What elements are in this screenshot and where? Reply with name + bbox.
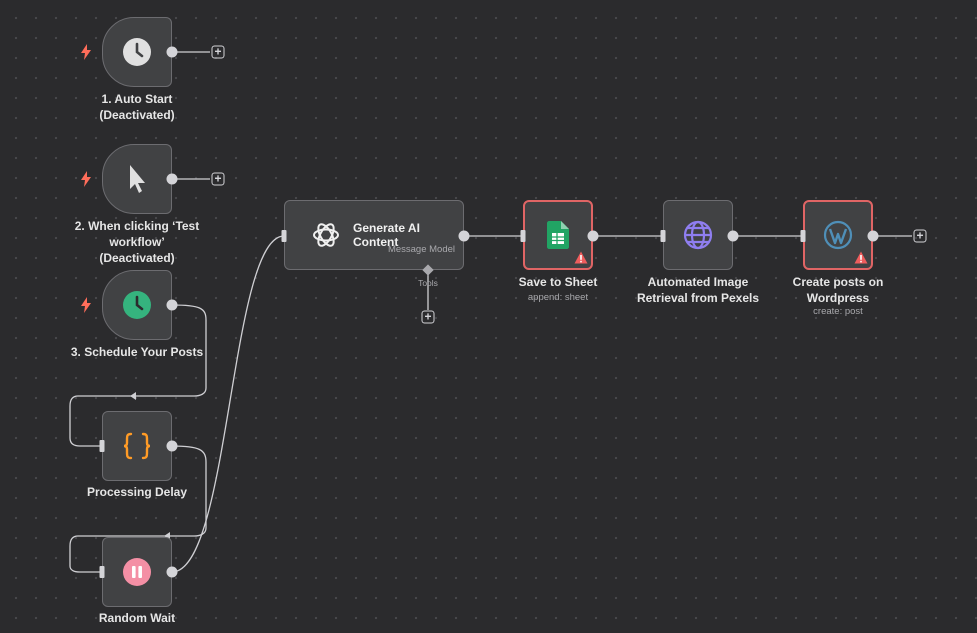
add-tool-button[interactable]: + xyxy=(421,310,435,324)
globe-icon xyxy=(683,220,713,250)
cursor-icon xyxy=(130,165,145,193)
output-handle[interactable] xyxy=(458,230,470,242)
add-node-button[interactable]: + xyxy=(211,45,225,59)
pause-icon xyxy=(123,558,151,586)
node-schedule[interactable] xyxy=(102,270,172,340)
node-processing-delay[interactable] xyxy=(102,411,172,481)
node-sublabel: create: post xyxy=(813,306,863,317)
trigger-bolt-icon xyxy=(81,297,91,313)
node-random-wait[interactable] xyxy=(102,537,172,607)
node-sublabel: append: sheet xyxy=(527,292,589,303)
openai-icon xyxy=(313,223,339,247)
output-handle[interactable] xyxy=(867,230,879,242)
input-handle[interactable] xyxy=(99,440,105,452)
edge-random-ai xyxy=(171,235,285,573)
node-label: Processing Delay xyxy=(86,485,188,499)
trigger-bolt-icon xyxy=(81,171,91,187)
tools-label: Tools xyxy=(418,278,438,288)
node-auto-start[interactable] xyxy=(102,17,172,87)
add-node-button[interactable]: + xyxy=(913,229,927,243)
node-label: 3. Schedule Your Posts xyxy=(70,345,204,359)
trigger-bolt-icon xyxy=(81,44,91,60)
output-handle[interactable] xyxy=(166,440,178,452)
input-handle[interactable] xyxy=(99,566,105,578)
node-generate-ai-content[interactable]: Generate AI Content Message Model xyxy=(284,200,464,270)
output-handle[interactable] xyxy=(727,230,739,242)
braces-icon xyxy=(123,432,151,460)
schedule-clock-icon xyxy=(123,291,151,319)
wordpress-icon xyxy=(823,220,853,250)
input-handle[interactable] xyxy=(660,230,666,242)
warning-icon xyxy=(574,251,588,264)
node-label: 2. When clicking ‘Test workflow’ (Deacti… xyxy=(74,219,200,265)
output-handle[interactable] xyxy=(166,566,178,578)
input-handle[interactable] xyxy=(281,230,287,242)
output-handle[interactable] xyxy=(166,299,178,311)
warning-icon xyxy=(854,251,868,264)
edge-arrow-processing xyxy=(130,392,136,400)
node-label: Create posts on Wordpress xyxy=(792,275,884,305)
input-handle[interactable] xyxy=(520,230,526,242)
node-label: 1. Auto Start (Deactivated) xyxy=(99,92,175,122)
output-handle[interactable] xyxy=(166,46,178,58)
node-manual-trigger[interactable] xyxy=(102,144,172,214)
node-image-retrieval[interactable] xyxy=(663,200,733,270)
node-label: Save to Sheet xyxy=(518,275,598,289)
output-handle[interactable] xyxy=(166,173,178,185)
output-handle[interactable] xyxy=(587,230,599,242)
node-label: Random Wait xyxy=(98,611,176,625)
clock-icon xyxy=(123,38,151,66)
node-label: Automated Image Retrieval from Pexels xyxy=(636,275,760,305)
node-subtitle: Message Model xyxy=(387,244,455,255)
node-title: Generate AI Content xyxy=(353,221,420,249)
google-sheets-icon xyxy=(547,221,569,249)
add-node-button[interactable]: + xyxy=(211,172,225,186)
input-handle[interactable] xyxy=(800,230,806,242)
